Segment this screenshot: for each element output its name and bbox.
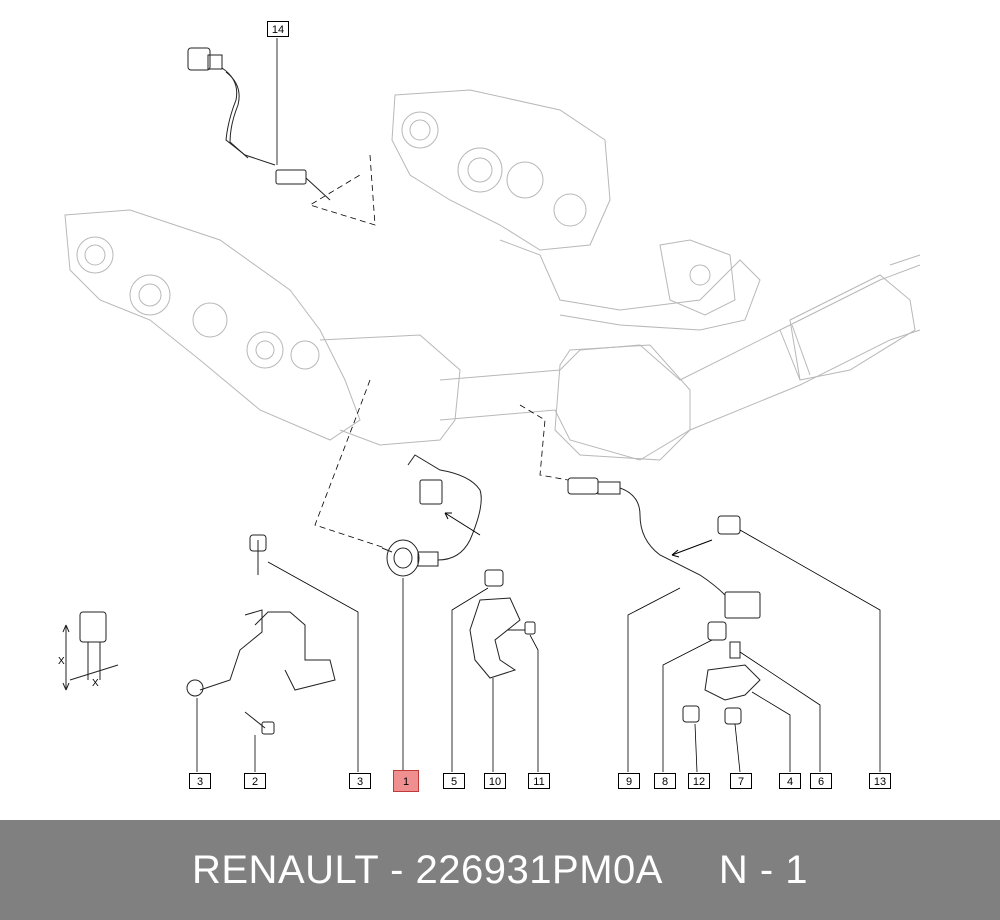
callout-3[interactable]: 3 xyxy=(349,773,371,789)
callout-8[interactable]: 8 xyxy=(654,773,676,789)
part-10-bracket xyxy=(469,569,536,679)
callout-10[interactable]: 10 xyxy=(484,773,506,789)
part-14-oxygen-sensor xyxy=(187,47,331,201)
lower-exhaust-manifold xyxy=(64,209,461,446)
parts-drawing xyxy=(62,38,921,773)
upper-exhaust-manifold xyxy=(391,89,761,331)
callout-6[interactable]: 6 xyxy=(810,773,832,789)
callout-1-highlighted[interactable]: 1 xyxy=(393,770,419,792)
callout-13[interactable]: 13 xyxy=(869,773,891,789)
spacer xyxy=(661,848,719,892)
callout-2[interactable]: 2 xyxy=(244,773,266,789)
separator: - xyxy=(378,847,416,892)
dashed-leaders xyxy=(309,154,569,549)
part-info-text: RENAULT - 226931PM0A N - 1 xyxy=(192,848,808,893)
part-info-footer: RENAULT - 226931PM0A N - 1 xyxy=(0,820,1000,920)
exhaust-pipe xyxy=(439,254,921,461)
callout-7[interactable]: 7 xyxy=(730,773,752,789)
brand-name: RENAULT xyxy=(191,847,379,892)
callout-3[interactable]: 3 xyxy=(189,773,211,789)
direction-arrows xyxy=(444,512,713,558)
callout-9[interactable]: 9 xyxy=(618,773,640,789)
part-9-oxygen-sensor xyxy=(567,477,761,619)
part-1-oxygen-sensor xyxy=(381,454,482,577)
callout-5[interactable]: 5 xyxy=(443,773,465,789)
dimension-label-x: X xyxy=(92,678,99,689)
bolt-dimension-figure xyxy=(62,611,119,691)
part-number: 226931PM0A xyxy=(415,847,661,892)
callout-11[interactable]: 11 xyxy=(528,773,550,789)
quantity: N - 1 xyxy=(718,847,809,892)
callout-leaders xyxy=(196,38,881,773)
parts-diagram: X X 14 3 2 3 1 5 10 11 9 8 12 7 4 6 13 xyxy=(58,21,921,792)
dimension-label-x: X xyxy=(58,656,65,667)
part-4-bracket xyxy=(682,515,761,725)
callout-4[interactable]: 4 xyxy=(779,773,801,789)
callout-12[interactable]: 12 xyxy=(688,773,710,789)
part-3-bracket xyxy=(186,534,336,735)
callout-14[interactable]: 14 xyxy=(267,21,289,37)
